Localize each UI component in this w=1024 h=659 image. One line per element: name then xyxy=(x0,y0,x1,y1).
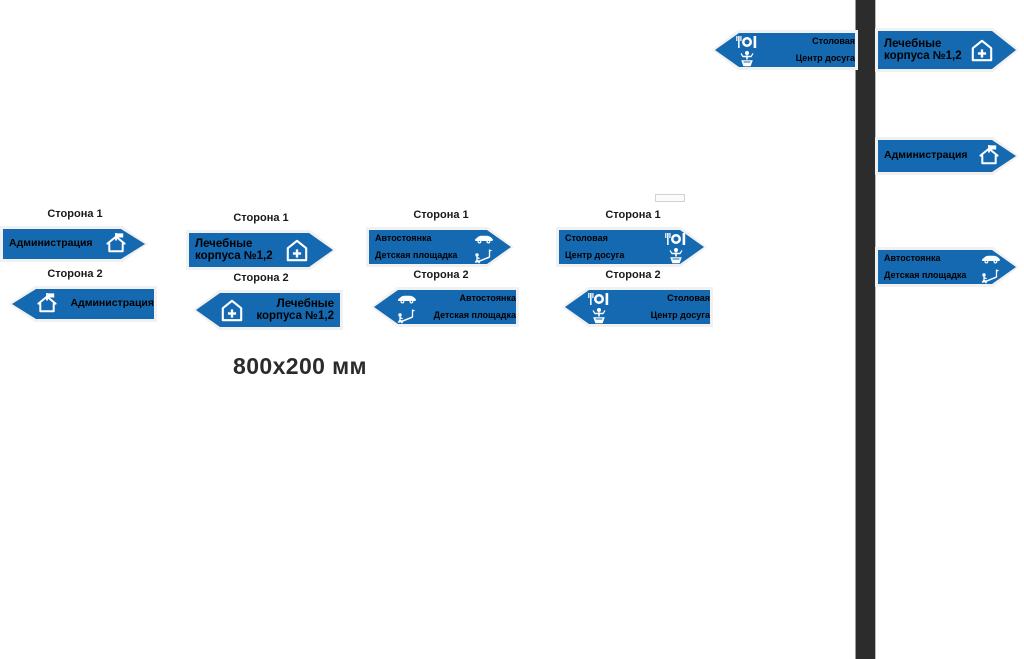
car-icon xyxy=(473,233,495,245)
sign-label-canteen: Столовая xyxy=(565,232,608,243)
house-flag-icon xyxy=(974,144,1004,168)
sign-parking-side2[interactable]: Автостоянка Детская площадка xyxy=(371,287,519,327)
caption-administration-side2: Сторона 2 xyxy=(47,268,103,280)
sign-label-playground: Детская площадка xyxy=(433,309,516,320)
sign-label-medical-line2: корпуса №1,2 xyxy=(256,310,334,322)
caption-parking-side2: Сторона 2 xyxy=(413,269,469,281)
caption-medical-side2: Сторона 2 xyxy=(233,272,289,284)
sign-label-administration: Администрация xyxy=(884,149,968,162)
playground-icon xyxy=(396,308,418,324)
sign-plate: Столовая Центр досуга xyxy=(559,230,704,264)
sign-label-medical-line2: корпуса №1,2 xyxy=(884,50,962,62)
pole-sign-parking-right[interactable]: Автостоянка Детская площадка xyxy=(875,247,1019,287)
pole-sign-administration-right[interactable]: Администрация xyxy=(875,137,1019,175)
sign-label-medical-line1: Лечебные xyxy=(276,297,334,310)
sign-label-parking: Автостоянка xyxy=(375,232,432,243)
playground-icon xyxy=(473,248,495,264)
sign-label-leisure: Центр досуга xyxy=(650,309,710,320)
sign-plate: Столовая Центр досуга xyxy=(565,290,710,324)
pole-sign-canteen-left[interactable]: Столовая Центр досуга xyxy=(712,30,858,70)
sign-label-parking: Автостоянка xyxy=(884,252,941,263)
cutlery-plate-icon xyxy=(664,232,688,246)
sign-label-leisure: Центр досуга xyxy=(565,249,625,260)
sign-label-playground: Детская площадка xyxy=(375,249,458,260)
sign-label-medical-line1: Лечебные xyxy=(884,37,942,50)
sign-parking-side1[interactable]: Автостоянка Детская площадка xyxy=(366,227,514,267)
sign-label-parking: Автостоянка xyxy=(459,292,516,303)
sign-medical-side1[interactable]: Лечебные корпуса №1,2 xyxy=(186,230,336,270)
sign-plate: Администрация xyxy=(3,229,145,259)
sign-label-playground: Детская площадка xyxy=(884,269,967,280)
sign-label-leisure: Центр досуга xyxy=(795,52,855,63)
sign-label-canteen: Столовая xyxy=(667,292,710,303)
sign-label-canteen: Столовая xyxy=(812,35,855,46)
sign-plate: Автостоянка Детская площадка xyxy=(369,230,511,264)
sign-label-medical-line1: Лечебные xyxy=(195,237,253,250)
sign-label-administration: Администрация xyxy=(70,297,154,310)
sign-administration-side2[interactable]: Администрация xyxy=(9,286,157,322)
sign-plate: Администрация xyxy=(878,140,1016,172)
sign-administration-side1[interactable]: Администрация xyxy=(0,226,148,262)
leisure-fountain-icon xyxy=(664,247,688,264)
sign-plate: Автостоянка Детская площадка xyxy=(878,250,1016,284)
pole-sign-medical-right[interactable]: Лечебные корпуса №1,2 xyxy=(875,28,1019,72)
caption-canteen-side2: Сторона 2 xyxy=(605,269,661,281)
caption-canteen-side1: Сторона 1 xyxy=(605,209,661,221)
leisure-fountain-icon xyxy=(735,50,759,67)
car-icon xyxy=(396,293,418,305)
cutlery-plate-icon xyxy=(735,35,759,49)
sign-pole xyxy=(856,0,875,659)
house-plus-icon xyxy=(283,238,311,263)
sign-plate: Лечебные корпуса №1,2 xyxy=(189,233,333,267)
house-plus-icon xyxy=(968,38,996,63)
sign-plate: Лечебные корпуса №1,2 xyxy=(196,293,340,327)
caption-administration-side1: Сторона 1 xyxy=(47,208,103,220)
sign-label-medical-line2: корпуса №1,2 xyxy=(195,250,273,262)
sign-plate: Лечебные корпуса №1,2 xyxy=(878,31,1016,69)
sign-medical-side2[interactable]: Лечебные корпуса №1,2 xyxy=(193,290,343,330)
dimension-label: 800x200 мм xyxy=(233,353,367,379)
sign-plate: Администрация xyxy=(12,289,154,319)
house-flag-icon xyxy=(101,232,131,256)
sign-canteen-side2[interactable]: Столовая Центр досуга xyxy=(562,287,713,327)
cutlery-plate-icon xyxy=(587,292,611,306)
sign-label-administration: Администрация xyxy=(9,237,93,250)
playground-icon xyxy=(980,268,1002,284)
sign-canteen-side1[interactable]: Столовая Центр досуга xyxy=(556,227,707,267)
sign-plate: Столовая Центр досуга xyxy=(715,33,855,67)
stray-rectangle-artifact xyxy=(655,194,685,202)
car-icon xyxy=(980,253,1002,265)
caption-medical-side1: Сторона 1 xyxy=(233,212,289,224)
sign-plate: Автостоянка Детская площадка xyxy=(374,290,516,324)
caption-parking-side1: Сторона 1 xyxy=(413,209,469,221)
house-plus-icon xyxy=(218,298,246,323)
leisure-fountain-icon xyxy=(587,307,611,324)
house-flag-icon xyxy=(32,292,62,316)
